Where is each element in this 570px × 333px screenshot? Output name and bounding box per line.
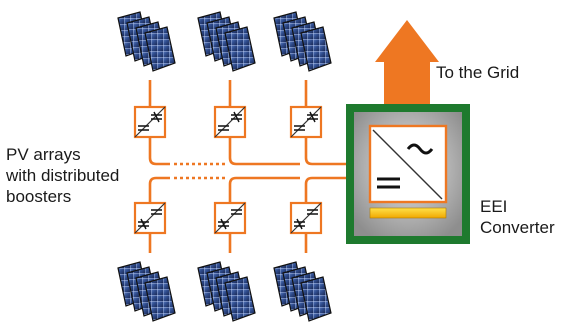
up-arrow-icon (375, 20, 439, 104)
eei-converter-label: EEI Converter (480, 196, 555, 238)
booster-top-1 (133, 105, 167, 139)
booster-top-3 (289, 105, 323, 139)
pv-panel-stack-icon (273, 261, 332, 322)
eei-converter (346, 104, 470, 244)
eei-label-line-1: EEI (480, 197, 508, 216)
eei-label-line-2: Converter (480, 218, 555, 237)
pv-label-line-3: boosters (6, 187, 72, 206)
pv-panel-stack-icon (117, 261, 176, 322)
grid-label: To the Grid (436, 63, 520, 82)
converter-status-bar (369, 207, 447, 219)
pv-label-line-2: with distributed (6, 166, 120, 185)
pv-arrays-label: PV arrays with distributed boosters (6, 144, 119, 207)
dc-wiring (148, 80, 350, 253)
pv-panel-stack-icon (197, 11, 256, 72)
dc-ac-inverter-icon (368, 124, 448, 204)
pv-panel-stack-icon (273, 11, 332, 72)
booster-bottom-2 (213, 201, 247, 235)
booster-bottom-3 (289, 201, 323, 235)
pv-panel-stack-icon (117, 11, 176, 72)
booster-top-2 (213, 105, 247, 139)
pv-label-line-1: PV arrays (6, 145, 81, 164)
pv-panel-stack-icon (197, 261, 256, 322)
booster-bottom-1 (133, 201, 167, 235)
